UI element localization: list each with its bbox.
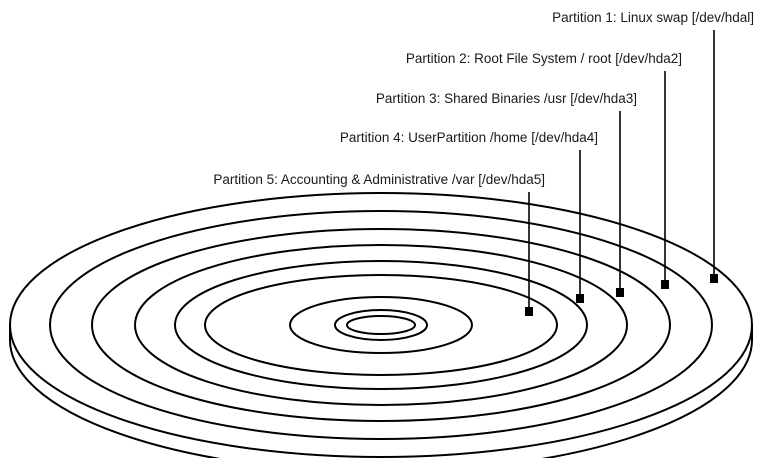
hub-outer-ring (289, 296, 473, 354)
disk-platter (9, 192, 753, 458)
hub-inner-ring (334, 309, 428, 341)
disk-bottom-edge (9, 339, 753, 458)
partition-5-marker (525, 307, 533, 316)
partition-2-label: Partition 2: Root File System / root [/d… (406, 51, 682, 66)
callout-partition-1: Partition 1: Linux swap [/dev/hdal] (552, 10, 754, 283)
ring-partition-3 (134, 244, 628, 406)
partition-4-marker (576, 294, 584, 303)
partition-2-marker (661, 280, 669, 289)
callout-partition-3: Partition 3: Shared Binaries /usr [/dev/… (376, 91, 637, 297)
disk-outer-rim (9, 192, 753, 458)
spindle-hole (346, 315, 416, 335)
ring-partition-4 (174, 260, 588, 390)
partition-3-marker (616, 288, 624, 297)
partition-4-label: Partition 4: UserPartition /home [/dev/h… (340, 130, 598, 145)
callout-partition-5: Partition 5: Accounting & Administrative… (213, 172, 545, 316)
callout-partition-4: Partition 4: UserPartition /home [/dev/h… (340, 130, 598, 303)
ring-partition-2 (91, 228, 671, 422)
partition-3-label: Partition 3: Shared Binaries /usr [/dev/… (376, 91, 637, 106)
partition-1-marker (710, 274, 718, 283)
partition-5-label: Partition 5: Accounting & Administrative… (213, 172, 545, 187)
callout-partition-2: Partition 2: Root File System / root [/d… (406, 51, 682, 289)
partition-1-label: Partition 1: Linux swap [/dev/hdal] (552, 10, 754, 25)
ring-partition-1 (49, 210, 713, 440)
ring-partition-5 (204, 274, 558, 376)
